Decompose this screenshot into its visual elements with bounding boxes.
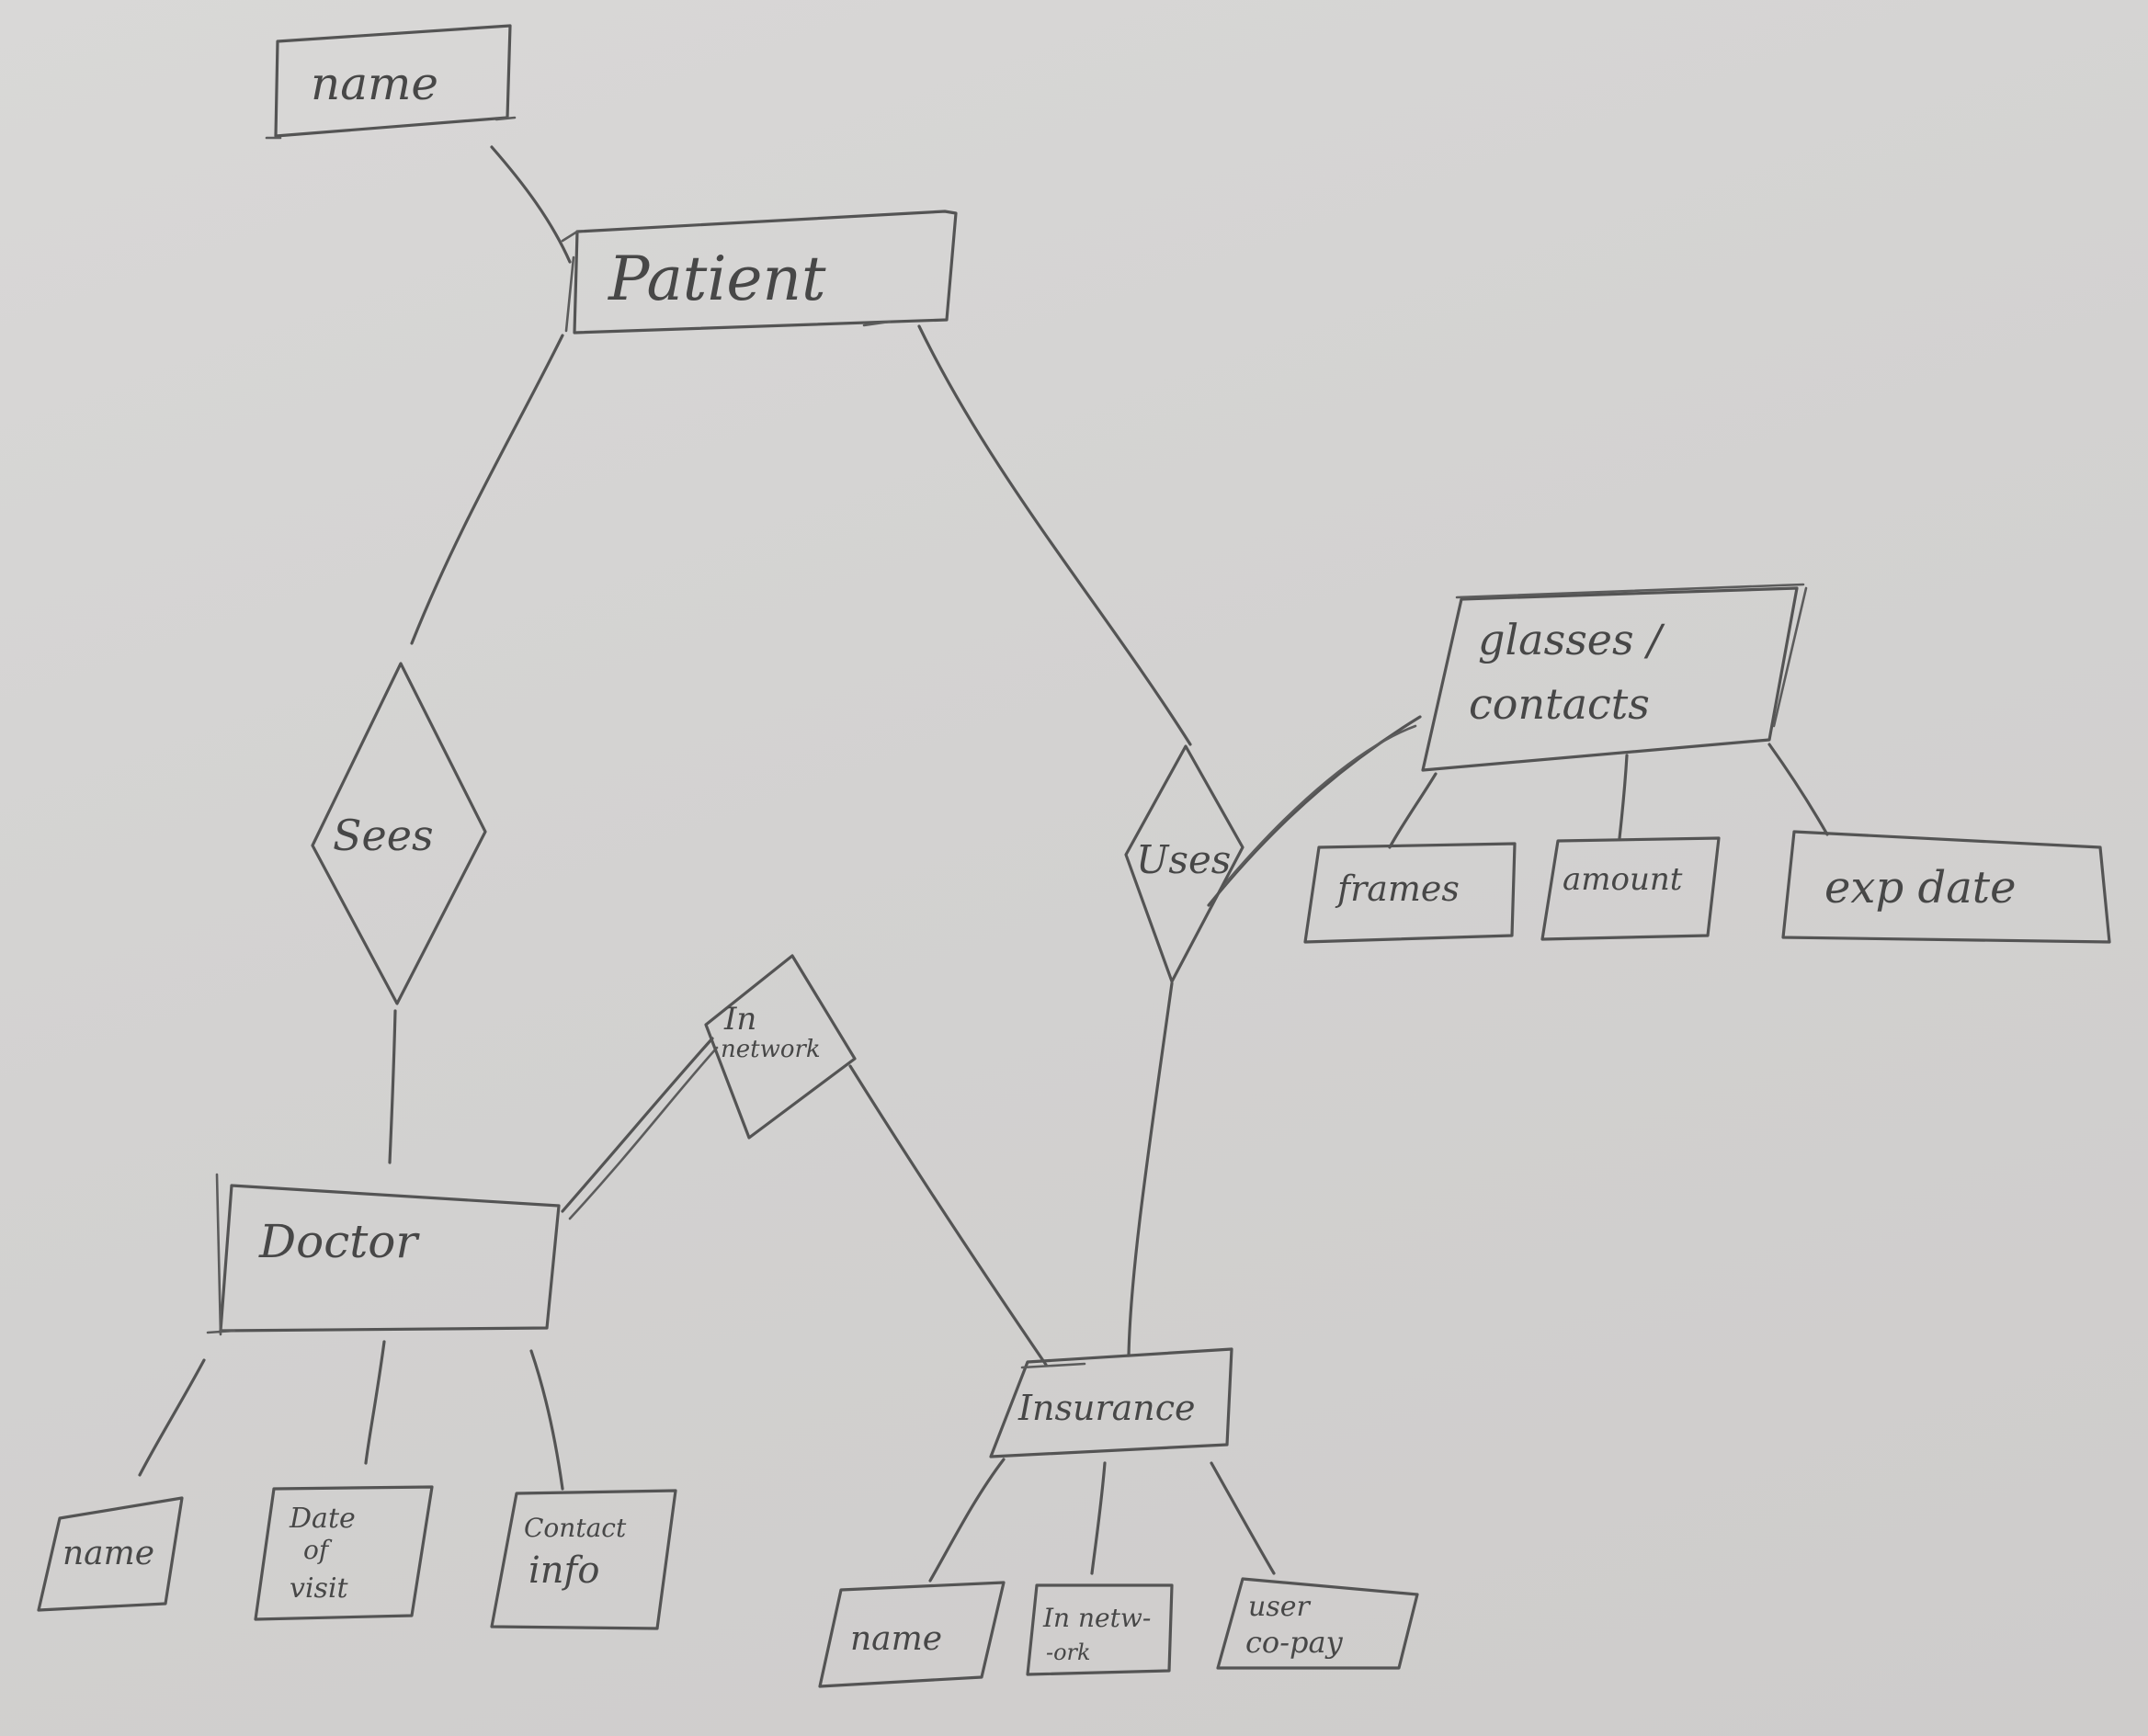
date-label-line3: visit (290, 1572, 349, 1605)
attribute-frames: frames (1303, 842, 1517, 944)
line-innetwork-insurance (848, 1064, 1048, 1367)
patient-label: Patient (608, 244, 826, 314)
line-glasses-frames (1388, 772, 1438, 849)
glasses-label-line2: contacts (1469, 679, 1650, 729)
line-uses-glasses (1207, 715, 1422, 907)
attribute-doctor-name: name (37, 1496, 184, 1612)
line-insurance-copay (1210, 1461, 1276, 1575)
line-sees-doctor (388, 1009, 397, 1164)
line-patient-uses (917, 324, 1192, 746)
attribute-exp-date: exp date (1781, 830, 2111, 944)
contact-label-line2: info (528, 1549, 599, 1592)
attribute-patient-name: name (265, 24, 517, 140)
expdate-label: exp date (1824, 862, 2017, 913)
entity-doctor: Doctor (206, 1173, 561, 1336)
copay-label-line2: co-pay (1245, 1625, 1344, 1660)
copay-label-line1: user (1248, 1591, 1311, 1623)
attribute-user-copay: user co-pay (1216, 1577, 1419, 1670)
line-insurance-innetwork (1090, 1461, 1107, 1575)
attribute-insurance-name: name (818, 1581, 1006, 1688)
line-glasses-expdate (1767, 743, 1829, 836)
attribute-date-of-visit: Date of visit (254, 1485, 434, 1621)
innetwork-label-line2: network (721, 1036, 821, 1063)
line-doctor-name (138, 1358, 206, 1477)
line-doctor-contact (529, 1349, 564, 1491)
in-network-attr-line2: -ork (1046, 1640, 1091, 1665)
line-uses-glasses-2 (1221, 724, 1417, 889)
insurance-label: Insurance (1017, 1388, 1196, 1428)
connector-lines (138, 145, 1829, 1583)
line-insurance-name (928, 1458, 1006, 1583)
innetwork-label-line1: In (723, 1001, 756, 1038)
entity-insurance: Insurance (989, 1347, 1233, 1458)
attribute-in-network: In netw- -ork (1026, 1583, 1174, 1676)
line-doctor-innetwork-2 (568, 1046, 719, 1220)
entity-glasses-contacts: glasses / contacts (1421, 583, 1808, 772)
contact-label-line1: Contact (524, 1513, 627, 1543)
frames-label: frames (1335, 868, 1460, 909)
sees-label: Sees (333, 811, 434, 860)
patient-name-label: name (311, 57, 438, 110)
entity-patient: Patient (561, 210, 958, 335)
relationship-in-network: In network (704, 954, 857, 1140)
uses-label: Uses (1136, 837, 1231, 882)
relationship-sees: Sees (311, 662, 487, 1005)
line-patient-sees (410, 334, 564, 645)
date-label-line2: of (303, 1535, 333, 1565)
insurance-name-label: name (850, 1620, 942, 1658)
glasses-label-line1: glasses / (1478, 615, 1665, 664)
amount-label: amount (1563, 861, 1683, 898)
attribute-amount: amount (1540, 836, 1721, 941)
line-glasses-amount (1618, 754, 1629, 840)
in-network-attr-line1: In netw- (1042, 1603, 1151, 1633)
doctor-label: Doctor (258, 1215, 420, 1268)
attribute-contact-info: Contact info (490, 1489, 677, 1630)
line-doctor-innetwork (561, 1037, 714, 1213)
line-doctor-date (364, 1340, 386, 1465)
relationship-uses: Uses (1124, 744, 1244, 983)
date-label-line1: Date (289, 1503, 356, 1535)
line-name-patient (490, 145, 572, 264)
doctor-name-label: name (63, 1535, 154, 1572)
line-uses-insurance (1127, 981, 1174, 1357)
